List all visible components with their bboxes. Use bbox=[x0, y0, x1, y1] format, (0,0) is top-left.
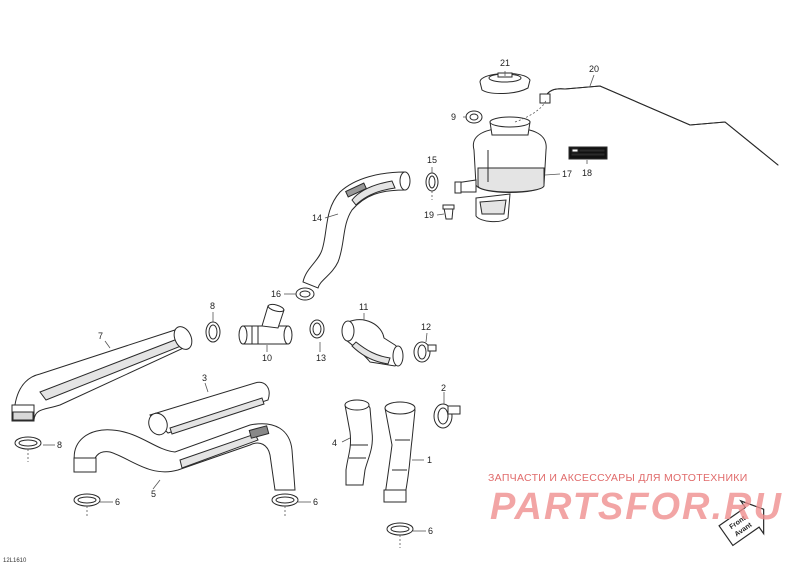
front-direction-arrow: Front Avant bbox=[718, 499, 765, 547]
clamp-8-lower bbox=[14, 436, 42, 450]
callout-4: 4 bbox=[332, 438, 337, 448]
callout-6-c: 6 bbox=[428, 526, 433, 536]
callout-6-b: 6 bbox=[313, 497, 318, 507]
clamp-8-upper bbox=[205, 321, 221, 343]
t-fitting bbox=[238, 303, 293, 345]
upper-hose bbox=[302, 171, 411, 289]
callout-12: 13 bbox=[316, 353, 326, 363]
clamp-6-a bbox=[73, 493, 101, 507]
callout-13: 12 bbox=[421, 322, 431, 332]
callout-1: 1 bbox=[427, 455, 432, 465]
callout-16: 16 bbox=[271, 289, 281, 299]
clamp-15 bbox=[425, 172, 439, 192]
straight-hose-3 bbox=[148, 381, 270, 436]
clamp-13 bbox=[413, 341, 437, 363]
clamp-6-c bbox=[386, 522, 414, 536]
callout-18: 18 bbox=[582, 168, 592, 178]
clamp-2 bbox=[433, 403, 461, 429]
callout-8-lower: 8 bbox=[57, 440, 62, 450]
callout-5: 5 bbox=[151, 489, 156, 499]
clamp-6-b bbox=[271, 493, 299, 507]
callout-21: 21 bbox=[500, 58, 510, 68]
callout-17: 17 bbox=[562, 169, 572, 179]
callout-11: 11 bbox=[359, 302, 368, 312]
callout-19: 19 bbox=[424, 210, 434, 220]
screw bbox=[442, 204, 455, 220]
s-hose-5 bbox=[73, 423, 296, 491]
callout-3: 3 bbox=[202, 373, 207, 383]
hose-1 bbox=[383, 401, 416, 503]
callout-14: 14 bbox=[312, 213, 322, 223]
clamp-16 bbox=[295, 287, 315, 301]
expansion-tank-cap bbox=[479, 72, 531, 94]
leader-lines bbox=[27, 71, 595, 548]
expansion-tank bbox=[454, 116, 547, 223]
long-hose-7 bbox=[11, 326, 193, 422]
small-hose-4 bbox=[344, 399, 373, 486]
callout-10: 10 bbox=[262, 353, 272, 363]
watermark-tagline: ЗАПЧАСТИ И АКСЕССУАРЫ ДЛЯ МОТОТЕХНИКИ bbox=[488, 472, 748, 484]
o-ring bbox=[465, 110, 483, 124]
watermark-logo: PARTSFOR.RU bbox=[490, 486, 783, 528]
callout-20: 20 bbox=[589, 64, 599, 74]
warning-sticker bbox=[568, 146, 608, 160]
callout-9: 9 bbox=[451, 112, 456, 122]
elbow-hose-11 bbox=[341, 319, 404, 367]
callout-7: 7 bbox=[98, 331, 103, 341]
vent-tube bbox=[539, 85, 779, 166]
callout-8-upper: 8 bbox=[210, 301, 215, 311]
callout-2: 2 bbox=[441, 383, 446, 393]
reference-code: 12L1610 bbox=[3, 558, 27, 564]
clamp-12 bbox=[309, 319, 325, 339]
callout-labels: 21 9 20 17 18 15 19 14 16 8 10 13 11 12 … bbox=[57, 58, 599, 536]
callout-6-a: 6 bbox=[115, 497, 120, 507]
callout-15: 15 bbox=[427, 155, 437, 165]
